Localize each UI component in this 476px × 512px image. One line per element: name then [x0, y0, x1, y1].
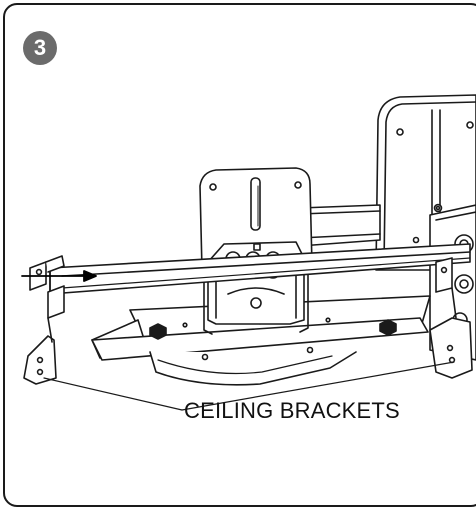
adjustment-nuts [149, 319, 397, 340]
right-ceiling-bracket [429, 257, 473, 379]
hanger-bar [49, 243, 471, 295]
arrow-right-icon [21, 270, 97, 282]
ceiling-brackets-label: CEILING BRACKETS [184, 398, 400, 423]
step-number-badge: 3 [23, 31, 57, 65]
callout-leader-lines [43, 361, 455, 411]
panel-frame [3, 3, 476, 507]
